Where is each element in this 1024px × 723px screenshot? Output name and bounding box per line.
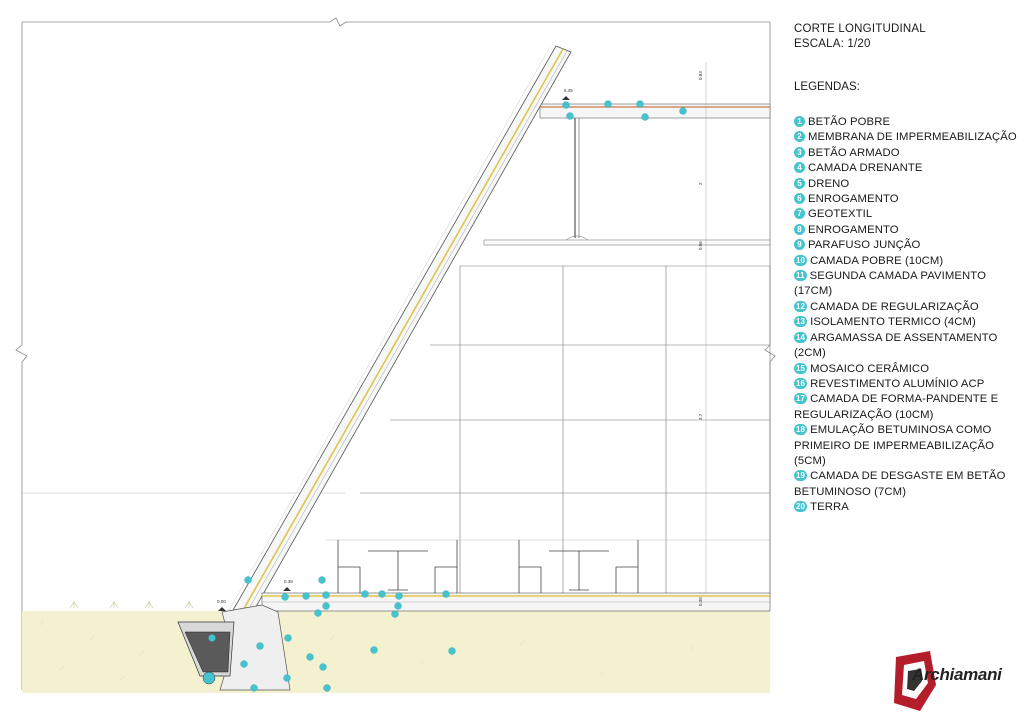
furniture: [337, 540, 639, 593]
legend-text: GEOTEXTIL: [808, 208, 873, 221]
legend-text: ENROGAMENTO: [808, 223, 899, 236]
legend-number-badge: 6: [794, 193, 805, 205]
legend-text: CAMADA DE DESGASTE EM BETÃO BETUMINOSO (…: [794, 470, 1006, 498]
legend-text: CAMADA DE FORMA-PANDENTE E REGULARIZAÇÃO…: [794, 393, 999, 421]
legend-number-badge: 16: [794, 377, 808, 389]
interior-wall-grid: [22, 265, 771, 597]
legend-number-badge: 11: [794, 270, 807, 282]
legend-number-badge: 5: [794, 177, 805, 189]
soil-hatch: [39, 620, 695, 681]
legend-text: REVESTIMENTO ALUMÍNIO ACP: [810, 377, 985, 390]
legend-number-badge: 3: [794, 146, 805, 158]
drawing-title: CORTE LONGITUDINAL: [794, 23, 926, 35]
svg-text:0.38: 0.38: [698, 597, 703, 606]
callout-markers: [208, 100, 687, 692]
legend-number-badge: 17: [794, 393, 808, 405]
legend-number-badge: 15: [794, 362, 808, 374]
svg-text:2: 2: [698, 182, 703, 185]
legend-text: MEMBRANA DE IMPERMEABILIZAÇÃO: [808, 131, 1017, 144]
legend-number-badge: 2: [794, 131, 805, 143]
svg-text:3.7: 3.7: [698, 413, 703, 420]
legend-heading: LEGENDAS:: [794, 81, 860, 93]
svg-text:0.06: 0.06: [698, 241, 703, 250]
sloped-wall: [227, 45, 572, 613]
legend-text: BETÃO ARMADO: [808, 146, 900, 159]
legend-text: ARGAMASSA DE ASSENTAMENTO (2CM): [794, 331, 998, 360]
legend-number-badge: 7: [794, 208, 805, 220]
legend-text: SEGUNDA CAMADA PAVIMENTO (17CM): [794, 270, 986, 298]
title-block: CORTE LONGITUDINAL ESCALA: 1/20 LEGENDAS…: [794, 22, 1022, 516]
legend-number-badge: 4: [794, 162, 805, 174]
logo-text: Archiamani: [912, 665, 1002, 684]
svg-text:0.83: 0.83: [698, 71, 703, 80]
level-markers: 6.45 0.38 0.00: [217, 88, 573, 611]
svg-text:0.38: 0.38: [284, 579, 293, 584]
drawing-frame: [15, 17, 776, 690]
drawing-scale: ESCALA: 1/20: [794, 38, 871, 50]
legend-text: PARAFUSO JUNÇÃO: [808, 239, 921, 252]
legend-number-badge: 20: [794, 501, 808, 513]
legend-number-badge: 9: [794, 239, 805, 251]
svg-text:6.45: 6.45: [564, 88, 573, 93]
legend-number-badge: 19: [794, 470, 808, 482]
legend-text: MOSAICO CERÂMICO: [810, 362, 930, 375]
legend-text: BETÃO POBRE: [808, 116, 891, 128]
archiamani-logo: Archiamani: [890, 651, 1018, 713]
legend-number-badge: 12: [794, 300, 808, 312]
dimension-labels: 0.83 2 0.06 3.7 0.38: [698, 71, 703, 606]
legend-text: CAMADA DRENANTE: [808, 162, 923, 175]
foundation: [177, 604, 291, 691]
legend-text: DRENO: [808, 177, 850, 190]
legend-number-badge: 14: [794, 331, 808, 343]
soil-terrain: [22, 611, 770, 693]
legend-text: EMULAÇÃO BETUMINOSA COMO PRIMEIRO DE IMP…: [794, 424, 994, 467]
legend-number-badge: 10: [794, 254, 808, 266]
svg-text:0.00: 0.00: [217, 599, 226, 604]
legend-number-badge: 13: [794, 316, 808, 328]
legend-text: ENROGAMENTO: [808, 193, 899, 206]
legend-number-badge: 18: [794, 424, 808, 436]
legend-text: CAMADA DE REGULARIZAÇÃO: [810, 300, 979, 313]
logo-mark-icon: [894, 651, 936, 711]
legend-text: CAMADA POBRE (10CM): [810, 254, 944, 267]
ground-slab: [261, 592, 771, 612]
grass-tufts: [69, 601, 194, 609]
legend-number-badge: 8: [794, 223, 805, 235]
upper-slab: [483, 62, 771, 600]
legend-number-badge: 1: [794, 116, 805, 127]
legend-text: ISOLAMENTO TERMICO (4CM): [810, 316, 976, 329]
legend-text: TERRA: [810, 501, 849, 514]
